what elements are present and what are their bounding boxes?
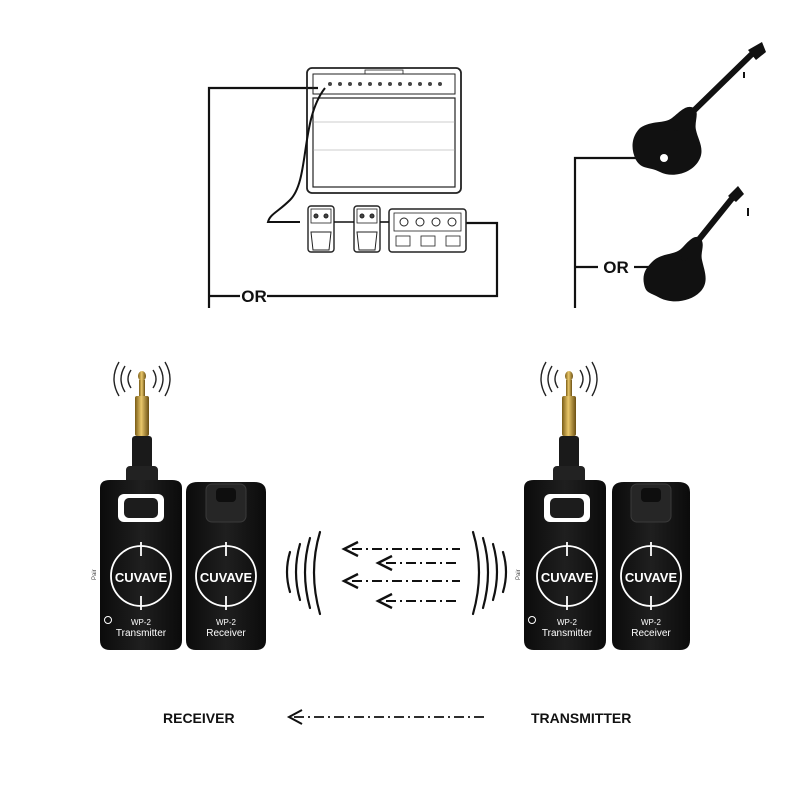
receiver-model: WP-2 [216, 618, 237, 627]
jack-plug-icon [126, 371, 158, 486]
receiver-unit: CUVAVE WP-2 Receiver [612, 482, 690, 650]
multi-effects-unit-icon [388, 208, 467, 253]
wireless-signal-icon [540, 361, 598, 397]
effects-pedal-icon [353, 205, 381, 253]
power-icon [528, 616, 536, 624]
receiver-role: Receiver [206, 628, 246, 639]
transmitter-role: Transmitter [542, 628, 593, 639]
transmitter-model: WP-2 [131, 618, 152, 627]
device-pair-right: CUVAVE WP-2 Transmitter Pair CUVAVE WP-2… [516, 361, 690, 650]
effects-pedal-icon [307, 205, 335, 253]
amp-cable [266, 87, 326, 223]
electric-guitar-icon [632, 42, 766, 175]
pair-side-label: Pair [516, 569, 522, 580]
or-label-right: OR [603, 258, 629, 277]
amplifier-icon [306, 67, 462, 194]
receiver-brand: CUVAVE [200, 570, 253, 585]
wireless-signal-icon [285, 530, 322, 616]
transmitter-brand: CUVAVE [541, 570, 594, 585]
guitar-connection-lines [573, 156, 650, 308]
transmitter-model: WP-2 [557, 618, 578, 627]
wireless-signal-icon [113, 361, 171, 397]
receiver-role: Receiver [631, 628, 671, 639]
receiver-brand: CUVAVE [625, 570, 678, 585]
transmitter-unit: CUVAVE WP-2 Transmitter Pair [92, 480, 182, 650]
transmitter-role: Transmitter [116, 628, 167, 639]
power-icon [104, 616, 112, 624]
transmitter-label: TRANSMITTER [531, 710, 631, 726]
transmitter-unit: CUVAVE WP-2 Transmitter Pair [516, 480, 606, 650]
jack-plug-icon [553, 371, 585, 486]
bass-guitar-icon [643, 186, 749, 302]
device-pair-left: CUVAVE WP-2 Transmitter Pair CUVAVE WP-2… [92, 361, 266, 650]
arrow-left-icon [286, 709, 484, 725]
receiver-label: RECEIVER [163, 710, 235, 726]
signal-arrows [341, 540, 460, 610]
receiver-unit: CUVAVE WP-2 Receiver [186, 482, 266, 650]
transmitter-brand: CUVAVE [115, 570, 168, 585]
wireless-signal-icon [471, 530, 508, 616]
receiver-model: WP-2 [641, 618, 662, 627]
pair-side-label: Pair [92, 569, 98, 580]
or-label-left: OR [241, 287, 267, 306]
amp-connection-lines [207, 86, 499, 308]
